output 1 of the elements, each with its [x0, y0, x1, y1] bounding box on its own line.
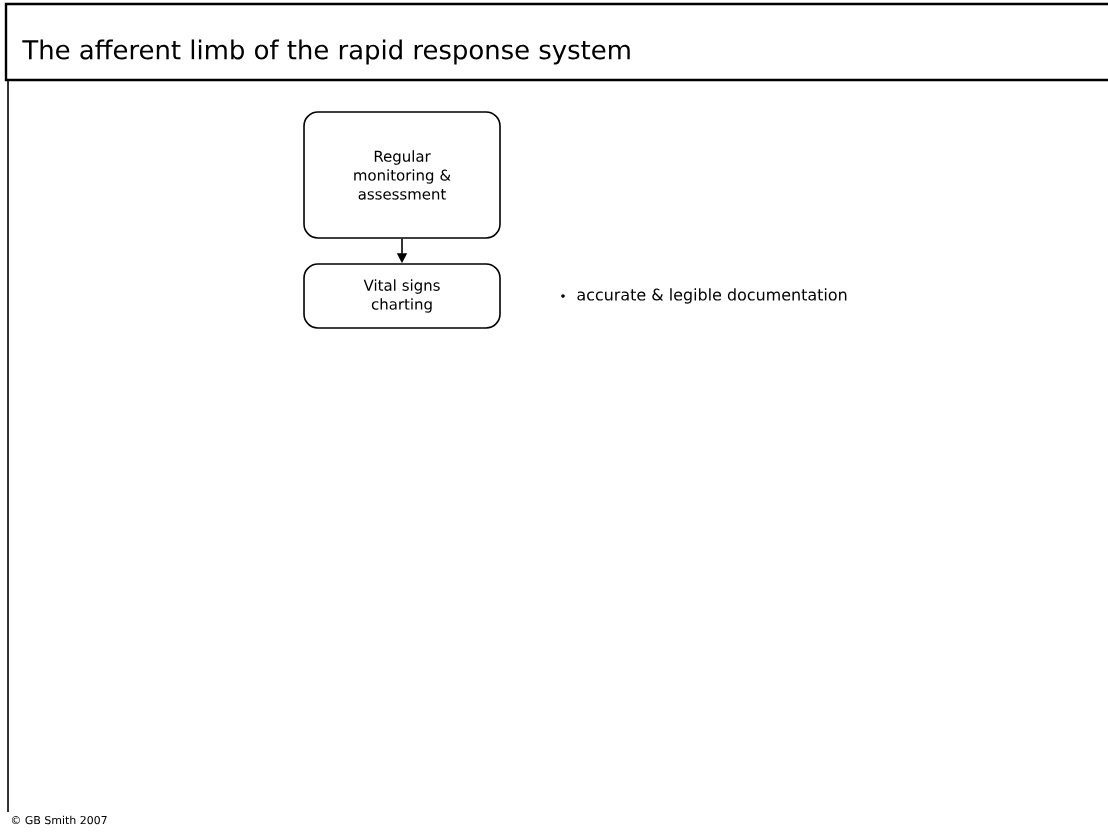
slide-title: The afferent limb of the rapid response system [22, 39, 630, 65]
